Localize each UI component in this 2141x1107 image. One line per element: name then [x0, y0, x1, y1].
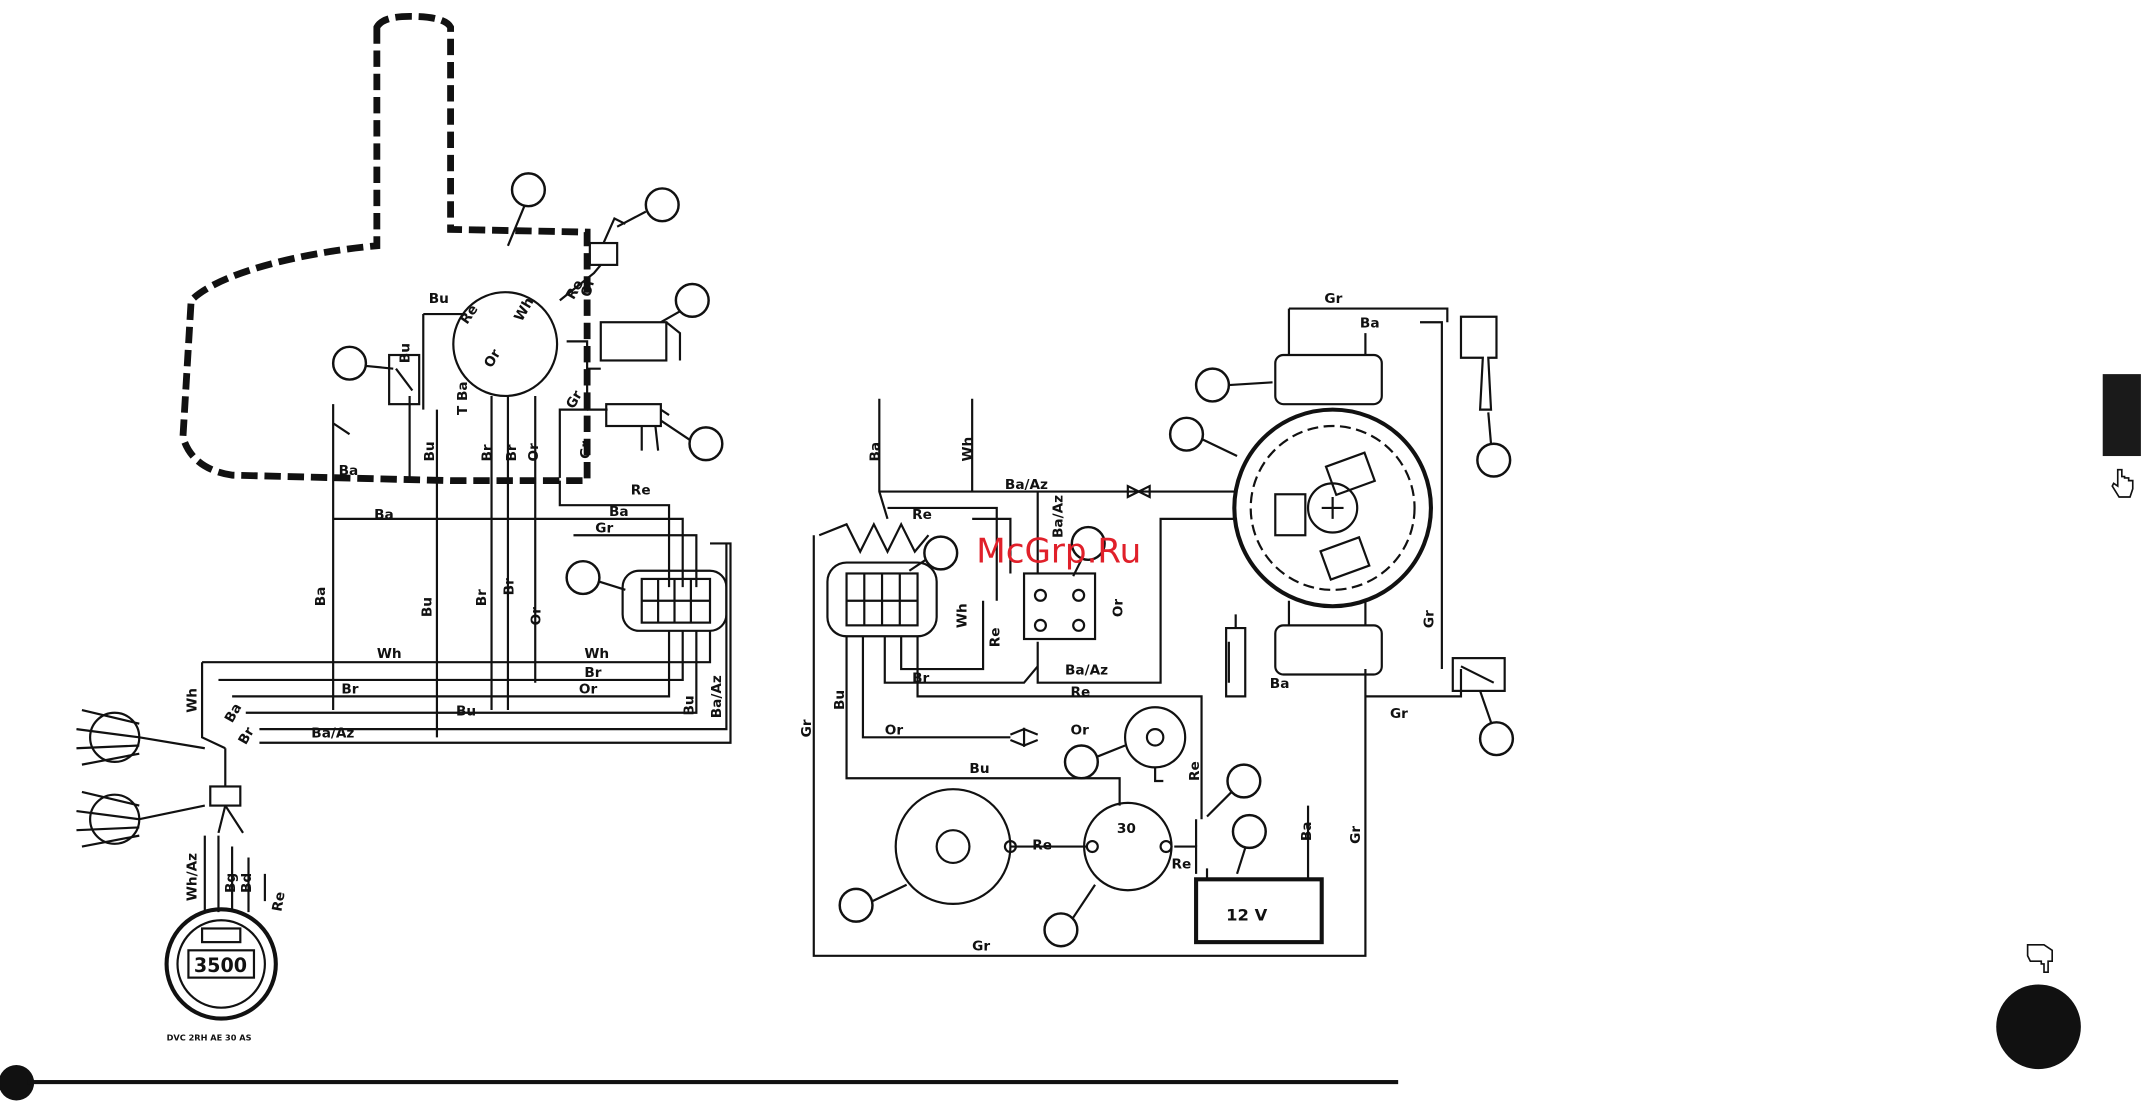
- wire-label-ba-9: Ba: [1270, 676, 1290, 692]
- engine-harness-wiring: [814, 309, 1461, 956]
- stator: [1234, 410, 1431, 607]
- wire-label-re-4: Re: [912, 507, 932, 523]
- wire-label-tba: T Ba: [455, 381, 471, 415]
- key-switch-label-2: Or: [481, 347, 504, 371]
- spark-plug-lower: [1226, 614, 1245, 696]
- key-switch: Re Or Wh: [453, 292, 557, 396]
- wire-label-gr-4: Gr: [799, 719, 815, 737]
- wire-label-gr-5: Gr: [972, 938, 990, 954]
- callout-markers: [333, 173, 1513, 946]
- rectifier: [1024, 573, 1095, 639]
- starter-relay: [1125, 707, 1185, 781]
- wire-label-bu-2: Bu: [398, 343, 414, 363]
- wire-label-re-2: Re: [631, 482, 651, 498]
- wire-label-ba-7: Ba: [1299, 821, 1315, 841]
- wire-label-br-2: Br: [504, 444, 520, 461]
- wire-label-gr-7: Gr: [1390, 706, 1408, 722]
- spark-plug-upper: [1461, 317, 1497, 410]
- wire-label-ba-5: Ba: [222, 701, 246, 726]
- connector-right: [819, 524, 936, 636]
- buzzer: [601, 322, 680, 360]
- fuse: [1010, 486, 1149, 745]
- wire-label-br-8: Br: [912, 671, 929, 687]
- side-tab[interactable]: [2103, 374, 2141, 456]
- tachometer: 3500: [167, 836, 276, 1019]
- wire-label-wh-4: Wh: [960, 437, 976, 462]
- wire-label-ba-az-2: Ba/Az: [709, 675, 725, 718]
- wire-label-wh-5: Wh: [955, 603, 971, 628]
- wire-label-ba-4: Ba: [313, 587, 329, 607]
- remote-control-housing: [183, 16, 587, 480]
- wire-label-br-3: Br: [474, 589, 490, 606]
- wire-label-bg: Bg: [223, 873, 239, 893]
- pin-diagram-upper: [76, 710, 204, 765]
- wire-label-ba-az-5: Ba/Az: [1065, 663, 1108, 679]
- wire-label-wh-az: Wh/Az: [185, 853, 201, 901]
- wire-label-wh-3: Wh: [185, 688, 201, 713]
- solenoid: 30: [1084, 803, 1171, 890]
- hand-pointer-down-icon[interactable]: [2028, 945, 2053, 972]
- wire-label-wh-2: Wh: [584, 646, 609, 662]
- wire-label-gr-2: Gr: [578, 441, 594, 459]
- hand-pointer-right-icon[interactable]: [2112, 470, 2132, 497]
- wire-label-re-6: Re: [1070, 684, 1090, 700]
- wire-label-bu-8: Bu: [969, 761, 989, 777]
- wire-label-bu-1: Bu: [429, 291, 449, 307]
- wire-label-ba-6: Ba: [867, 442, 883, 462]
- tach-display: 3500: [194, 954, 247, 977]
- wire-label-gr-9: Gr: [1324, 291, 1342, 307]
- wire-label-gr-1: Gr: [563, 388, 586, 412]
- wire-label-gr-3: Gr: [595, 521, 613, 537]
- wire-label-bd: Bd: [239, 873, 255, 893]
- wire-label-br-5: Br: [584, 665, 601, 681]
- remote-box-wiring: [333, 265, 696, 737]
- connector-left: [623, 571, 727, 631]
- wire-label-or-1: Or: [578, 277, 598, 299]
- wire-label-or-6: Or: [1070, 723, 1089, 739]
- wire-label-re-3: Re: [269, 891, 288, 913]
- wire-label-gr-6: Gr: [1348, 826, 1364, 844]
- watermark: McGrp.Ru: [976, 532, 1141, 572]
- choke-switch: [606, 404, 669, 426]
- wire-label-ba-1: Ba: [339, 463, 359, 479]
- wire-label-bu-3: Bu: [422, 441, 438, 461]
- wire-label-bu-5: Bu: [456, 703, 476, 719]
- pin-diagram-lower: [76, 792, 204, 847]
- wire-label-bu-6: Bu: [682, 695, 698, 715]
- bottom-rule: [0, 1065, 1398, 1101]
- wire-label-br-6: Br: [341, 682, 358, 698]
- tach-connector: [210, 748, 243, 833]
- wire-label-or-7: Or: [1110, 599, 1126, 618]
- page-indicator-dot[interactable]: [1996, 984, 2081, 1069]
- wire-label-or-3: Or: [529, 607, 545, 626]
- part-code: DVC 2RH AE 30 AS: [167, 1032, 252, 1042]
- wire-label-br-1: Br: [480, 444, 496, 461]
- wire-label-re-9: Re: [1187, 761, 1203, 781]
- wire-label-br-4: Br: [501, 578, 517, 595]
- svg-text:30: 30: [1117, 821, 1136, 837]
- wire-label-re-8: Re: [1172, 856, 1192, 872]
- wire-label-or-2: Or: [526, 443, 542, 462]
- wire-label-or-4: Or: [579, 682, 598, 698]
- wire-label-ba-2: Ba: [374, 507, 394, 523]
- wire-label-ba-az-1: Ba/Az: [311, 725, 354, 741]
- starter-motor: [896, 789, 1016, 904]
- wire-label-or-5: Or: [885, 723, 904, 739]
- wire-label-bu-4: Bu: [419, 597, 435, 617]
- wire-label-gr-8: Gr: [1422, 610, 1438, 628]
- wire-label-ba-8: Ba: [1360, 316, 1380, 332]
- wire-label-br-7: Br: [235, 724, 258, 747]
- battery-label: 12 V: [1226, 905, 1267, 924]
- wire-label-ba-3: Ba: [609, 504, 629, 520]
- wire-label-wh-1: Wh: [377, 646, 402, 662]
- ignition-coil-lower: [1275, 601, 1382, 675]
- key-switch-label-3: Wh: [511, 295, 537, 324]
- wire-label-bu-7: Bu: [832, 690, 848, 710]
- wire-label-re-7: Re: [1032, 837, 1052, 853]
- wire-label-re-5: Re: [987, 627, 1003, 647]
- wire-label-ba-az-3: Ba/Az: [1005, 477, 1048, 493]
